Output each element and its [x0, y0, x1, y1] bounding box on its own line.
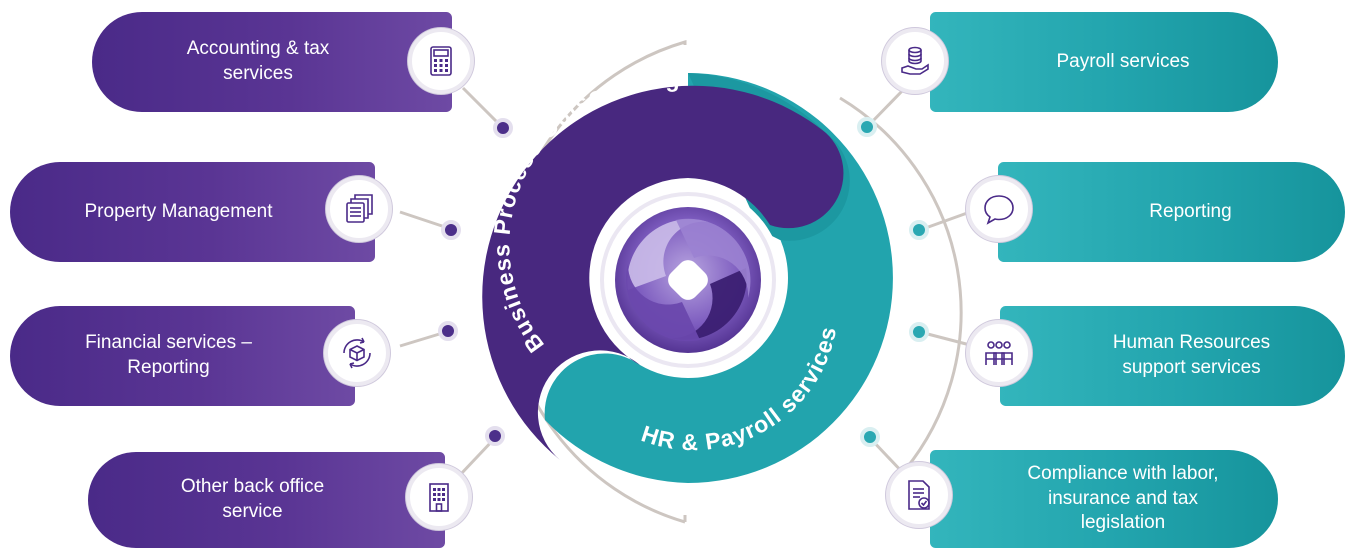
bpo-ring — [482, 85, 844, 461]
coins-hand-icon — [882, 28, 948, 94]
service-label: Other back office service — [180, 476, 325, 522]
service-back-office: Other back office service — [88, 452, 445, 548]
service-label: Human Resources support services — [1112, 332, 1271, 378]
service-hr-support: Human Resources support services — [1000, 306, 1345, 406]
office-building-icon — [406, 464, 472, 530]
service-compliance: Compliance with labor, insurance and tax… — [930, 450, 1278, 548]
service-label: Payroll services — [1056, 50, 1190, 72]
service-property-management: Property Management — [10, 162, 375, 262]
service-label: Reporting — [1149, 200, 1232, 222]
service-label: Compliance with labor, insurance and tax… — [1027, 462, 1219, 534]
center-disc-border — [600, 192, 776, 368]
cube-cycle-icon — [324, 320, 390, 386]
service-label: Financial services – Reporting — [85, 332, 252, 378]
service-reporting: Reporting — [998, 162, 1345, 262]
stacked-documents-icon — [326, 176, 392, 242]
service-label: Property Management — [84, 200, 273, 222]
document-check-icon — [886, 462, 952, 528]
service-label: Accounting & tax services — [186, 38, 330, 84]
calculator-icon — [408, 28, 474, 94]
service-accounting-tax: Accounting & tax services — [92, 12, 452, 112]
service-payroll: Payroll services — [930, 12, 1278, 112]
connector-dots-left — [438, 118, 513, 446]
service-financial-reporting: Financial services – Reporting — [10, 306, 355, 406]
right-guide-arc — [839, 96, 963, 471]
people-group-icon — [966, 320, 1032, 386]
center-swirl-logo — [615, 207, 761, 353]
speech-bubble-icon — [966, 176, 1032, 242]
connector-dots-right — [857, 117, 929, 447]
